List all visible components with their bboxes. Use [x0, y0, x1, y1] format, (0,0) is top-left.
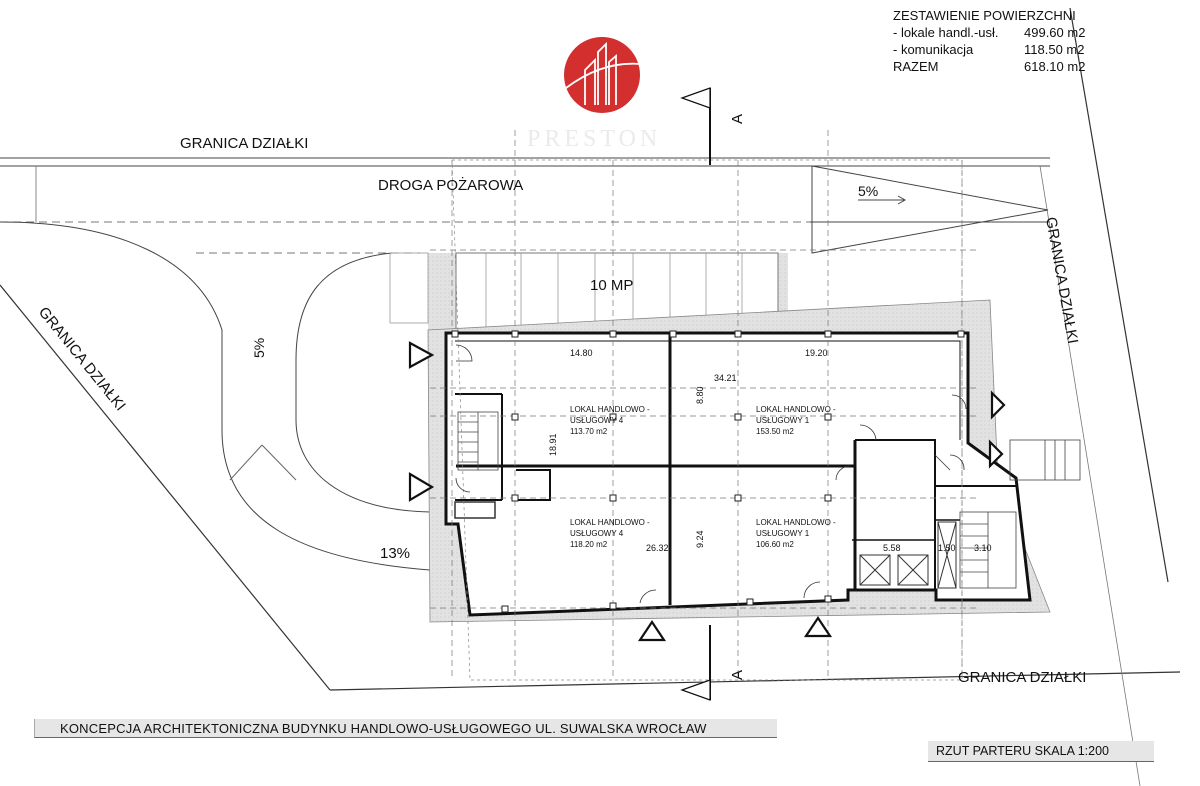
dim-310: 3.10	[974, 543, 992, 553]
unit-2-area: 153.50 m2	[756, 427, 794, 436]
dim-1920: 19.20	[805, 348, 828, 358]
unit-3-name: LOKAL HANDLOWO -	[570, 518, 650, 527]
granica-top-label: GRANICA DZIAŁKI	[180, 135, 308, 152]
dim-3421: 34.21	[714, 373, 737, 383]
interior-walls	[455, 333, 1016, 605]
unit-4-name: LOKAL HANDLOWO -	[756, 518, 836, 527]
granica-bottom-label: GRANICA DZIAŁKI	[958, 669, 1086, 686]
unit-4-area: 106.60 m2	[756, 540, 794, 549]
section-cut	[680, 87, 711, 701]
summary-row-value: 618.10 m2	[1024, 59, 1086, 74]
plot-boundaries	[0, 7, 1181, 786]
columns	[451, 330, 965, 613]
summary-title: ZESTAWIENIE POWIERZCHNI	[893, 8, 1076, 23]
unit-2-name2: USŁUGOWY 1	[756, 416, 810, 425]
unit-labels: LOKAL HANDLOWO - USŁUGOWY 4 113.70 m2 LO…	[570, 405, 836, 549]
dim-880: 8.80	[695, 386, 705, 404]
unit-3-name2: USŁUGOWY 4	[570, 529, 624, 538]
unit-1-name: LOKAL HANDLOWO -	[570, 405, 650, 414]
doors	[455, 344, 967, 604]
elevators	[454, 501, 957, 589]
summary-row-label: - lokale handl.-usł.	[893, 25, 999, 40]
dim-1891: 18.91	[548, 433, 558, 456]
slope-road-label: 5%	[858, 183, 878, 199]
slope-ramp-label: 5%	[251, 338, 267, 358]
stairs	[457, 411, 1081, 589]
granica-left-label: GRANICA DZIAŁKI	[35, 304, 129, 414]
summary-row-label: - komunikacja	[893, 42, 974, 57]
entrance-markers	[408, 341, 1006, 642]
road-lines	[0, 157, 1050, 254]
summary-row-value: 118.50 m2	[1024, 42, 1085, 57]
slope-driveway-label: 13%	[380, 545, 410, 562]
unit-2-name: LOKAL HANDLOWO -	[756, 405, 836, 414]
dim-924: 9.24	[695, 530, 705, 548]
granica-right-label: GRANICA DZIAŁKI	[1042, 216, 1081, 345]
dim-558: 5.58	[883, 543, 901, 553]
preston-logo	[564, 37, 641, 113]
section-mark-top: A	[729, 114, 746, 124]
parking-label: 10 MP	[590, 277, 633, 294]
dim-1480: 14.80	[570, 348, 593, 358]
scale-box	[928, 741, 1154, 762]
unit-1-name2: USŁUGOWY 4	[570, 416, 624, 425]
unit-1-area: 113.70 m2	[570, 427, 608, 436]
unit-3-area: 118.20 m2	[570, 540, 608, 549]
footer-bar	[34, 719, 777, 738]
footer-title: KONCEPCJA ARCHITEKTONICZNA BUDYNKU HANDL…	[60, 721, 707, 736]
section-mark-bottom: A	[729, 670, 746, 680]
logo-wordmark: PRESTON	[527, 126, 662, 152]
ramp	[811, 165, 1049, 254]
scale-label: RZUT PARTERU SKALA 1:200	[936, 744, 1109, 758]
summary-row-value: 499.60 m2	[1024, 25, 1086, 40]
droga-label: DROGA POŻAROWA	[378, 176, 523, 194]
dim-150: 1.50	[938, 543, 956, 553]
dimension-labels: 14.80 19.20 34.21 8.80 18.91 26.32 9.24 …	[548, 348, 992, 553]
access-road	[0, 221, 431, 571]
dim-2632: 26.32	[646, 543, 669, 553]
summary-row-label: RAZEM	[893, 59, 939, 74]
unit-4-name2: USŁUGOWY 1	[756, 529, 810, 538]
